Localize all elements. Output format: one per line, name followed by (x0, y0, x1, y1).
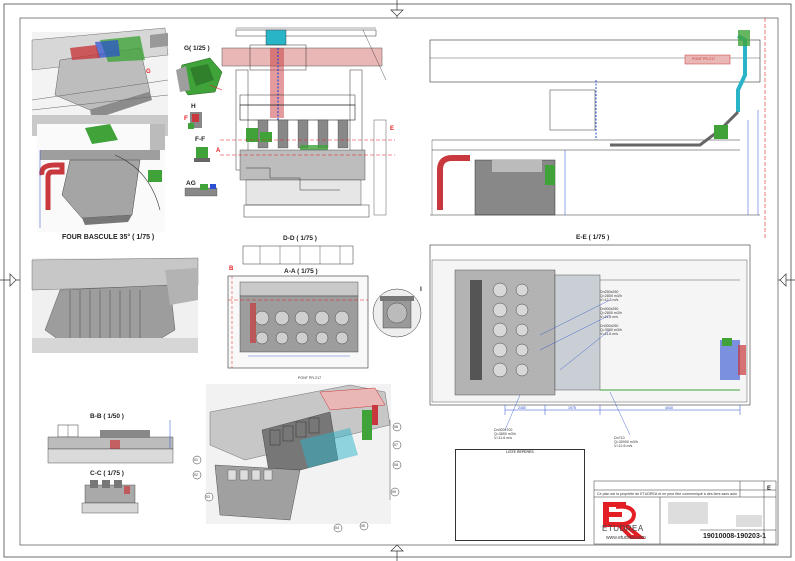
detail-h-view (188, 112, 202, 129)
title-block-frame (593, 480, 777, 545)
balloon-label: 02 (194, 473, 198, 477)
balloon-label: 05 (361, 524, 365, 528)
bb-view (47, 420, 174, 464)
balloon-label: 04 (335, 526, 339, 530)
legend-title: LISTE REPERES (506, 450, 534, 454)
balloon-label: 03 (206, 495, 210, 499)
dimension-1: 2450 (518, 406, 526, 410)
section-letter-a: A (216, 148, 221, 154)
view-ag-title: AG (186, 180, 196, 187)
revision-letter: E (767, 486, 772, 492)
view-ee-title: E-E ( 1/75 ) (576, 234, 610, 241)
view-ff-title: F-F (195, 136, 206, 143)
right-elevation-view (429, 18, 766, 240)
view-h-title: H (191, 103, 196, 110)
view-dd-title: D-D ( 1/75 ) (283, 235, 317, 242)
company-name: ETUDREA (602, 524, 644, 533)
pont-label-iso: PONT PR-217 (298, 376, 322, 380)
section-letter-e: E (390, 126, 395, 132)
iso-lower-view (31, 257, 199, 353)
four-bascule-view (37, 124, 165, 232)
inner-border (19, 17, 779, 546)
ee-note-right-3: Dn300x250 Q=3000 m3/h V=11.6 m/s (600, 324, 622, 337)
balloon-label: 08 (394, 463, 398, 467)
balloon-label: 07 (394, 443, 398, 447)
ee-note-bottom-1: Dn300x700 Q=3800 m3/h V=11.6 m/s (494, 428, 516, 441)
iso-furnace-view (31, 27, 169, 136)
title-info-blocks (668, 502, 762, 527)
view-i-title: I (420, 286, 422, 293)
ee-note-bottom-2: Dn710 Q=30000 m3/h V=12.6 m/s (614, 436, 638, 449)
detail-ag-view (184, 184, 218, 197)
outer-border (3, 3, 792, 558)
title-block-note: Ce plan est la propriété de ETUDREA et n… (597, 492, 737, 496)
dimension-2: 1975 (568, 406, 576, 410)
cc-view (81, 480, 139, 514)
ee-plan-view (429, 244, 751, 436)
balloon-label: 01 (194, 458, 198, 462)
drawing-number: 19010008-190203-1 (703, 533, 767, 540)
balloon-label: 09 (392, 490, 396, 494)
dd-view (242, 245, 354, 265)
ee-note-right-2: Dn300x250 Q=2800 m3/h V=11.6 m/s (600, 307, 622, 320)
legend-table: LISTE REPERES (455, 449, 585, 541)
pont-label-top: PONT PR-217 (692, 57, 716, 61)
view-bb-title: B-B ( 1/50 ) (90, 413, 124, 420)
detail-i-view (372, 288, 422, 338)
detail-ff-view (194, 147, 210, 162)
detail-g-view (176, 57, 223, 96)
ee-note-right-1: Dn250x250 Q=2800 m3/h V=12.3 m/s (600, 290, 622, 303)
view-aa-title: A-A ( 1/75 ) (284, 268, 318, 275)
balloon-label: 06 (394, 425, 398, 429)
view-cc-title: C-C ( 1/75 ) (90, 470, 124, 477)
dimension-3: 4040 (665, 406, 673, 410)
four-bascule-title: FOUR BASCULE 35° ( 1/75 ) (62, 234, 155, 241)
etudrea-logo (603, 502, 646, 539)
aa-view (227, 275, 369, 369)
section-letter-b: B (229, 266, 234, 272)
view-f-title: F (184, 115, 188, 122)
company-website: www.etudrea.com (606, 535, 646, 541)
iso-3d-view (192, 384, 402, 533)
section-letter-g: G (146, 69, 151, 75)
view-g-title: G( 1/25 ) (184, 45, 210, 52)
center-elevation-view (220, 27, 395, 218)
